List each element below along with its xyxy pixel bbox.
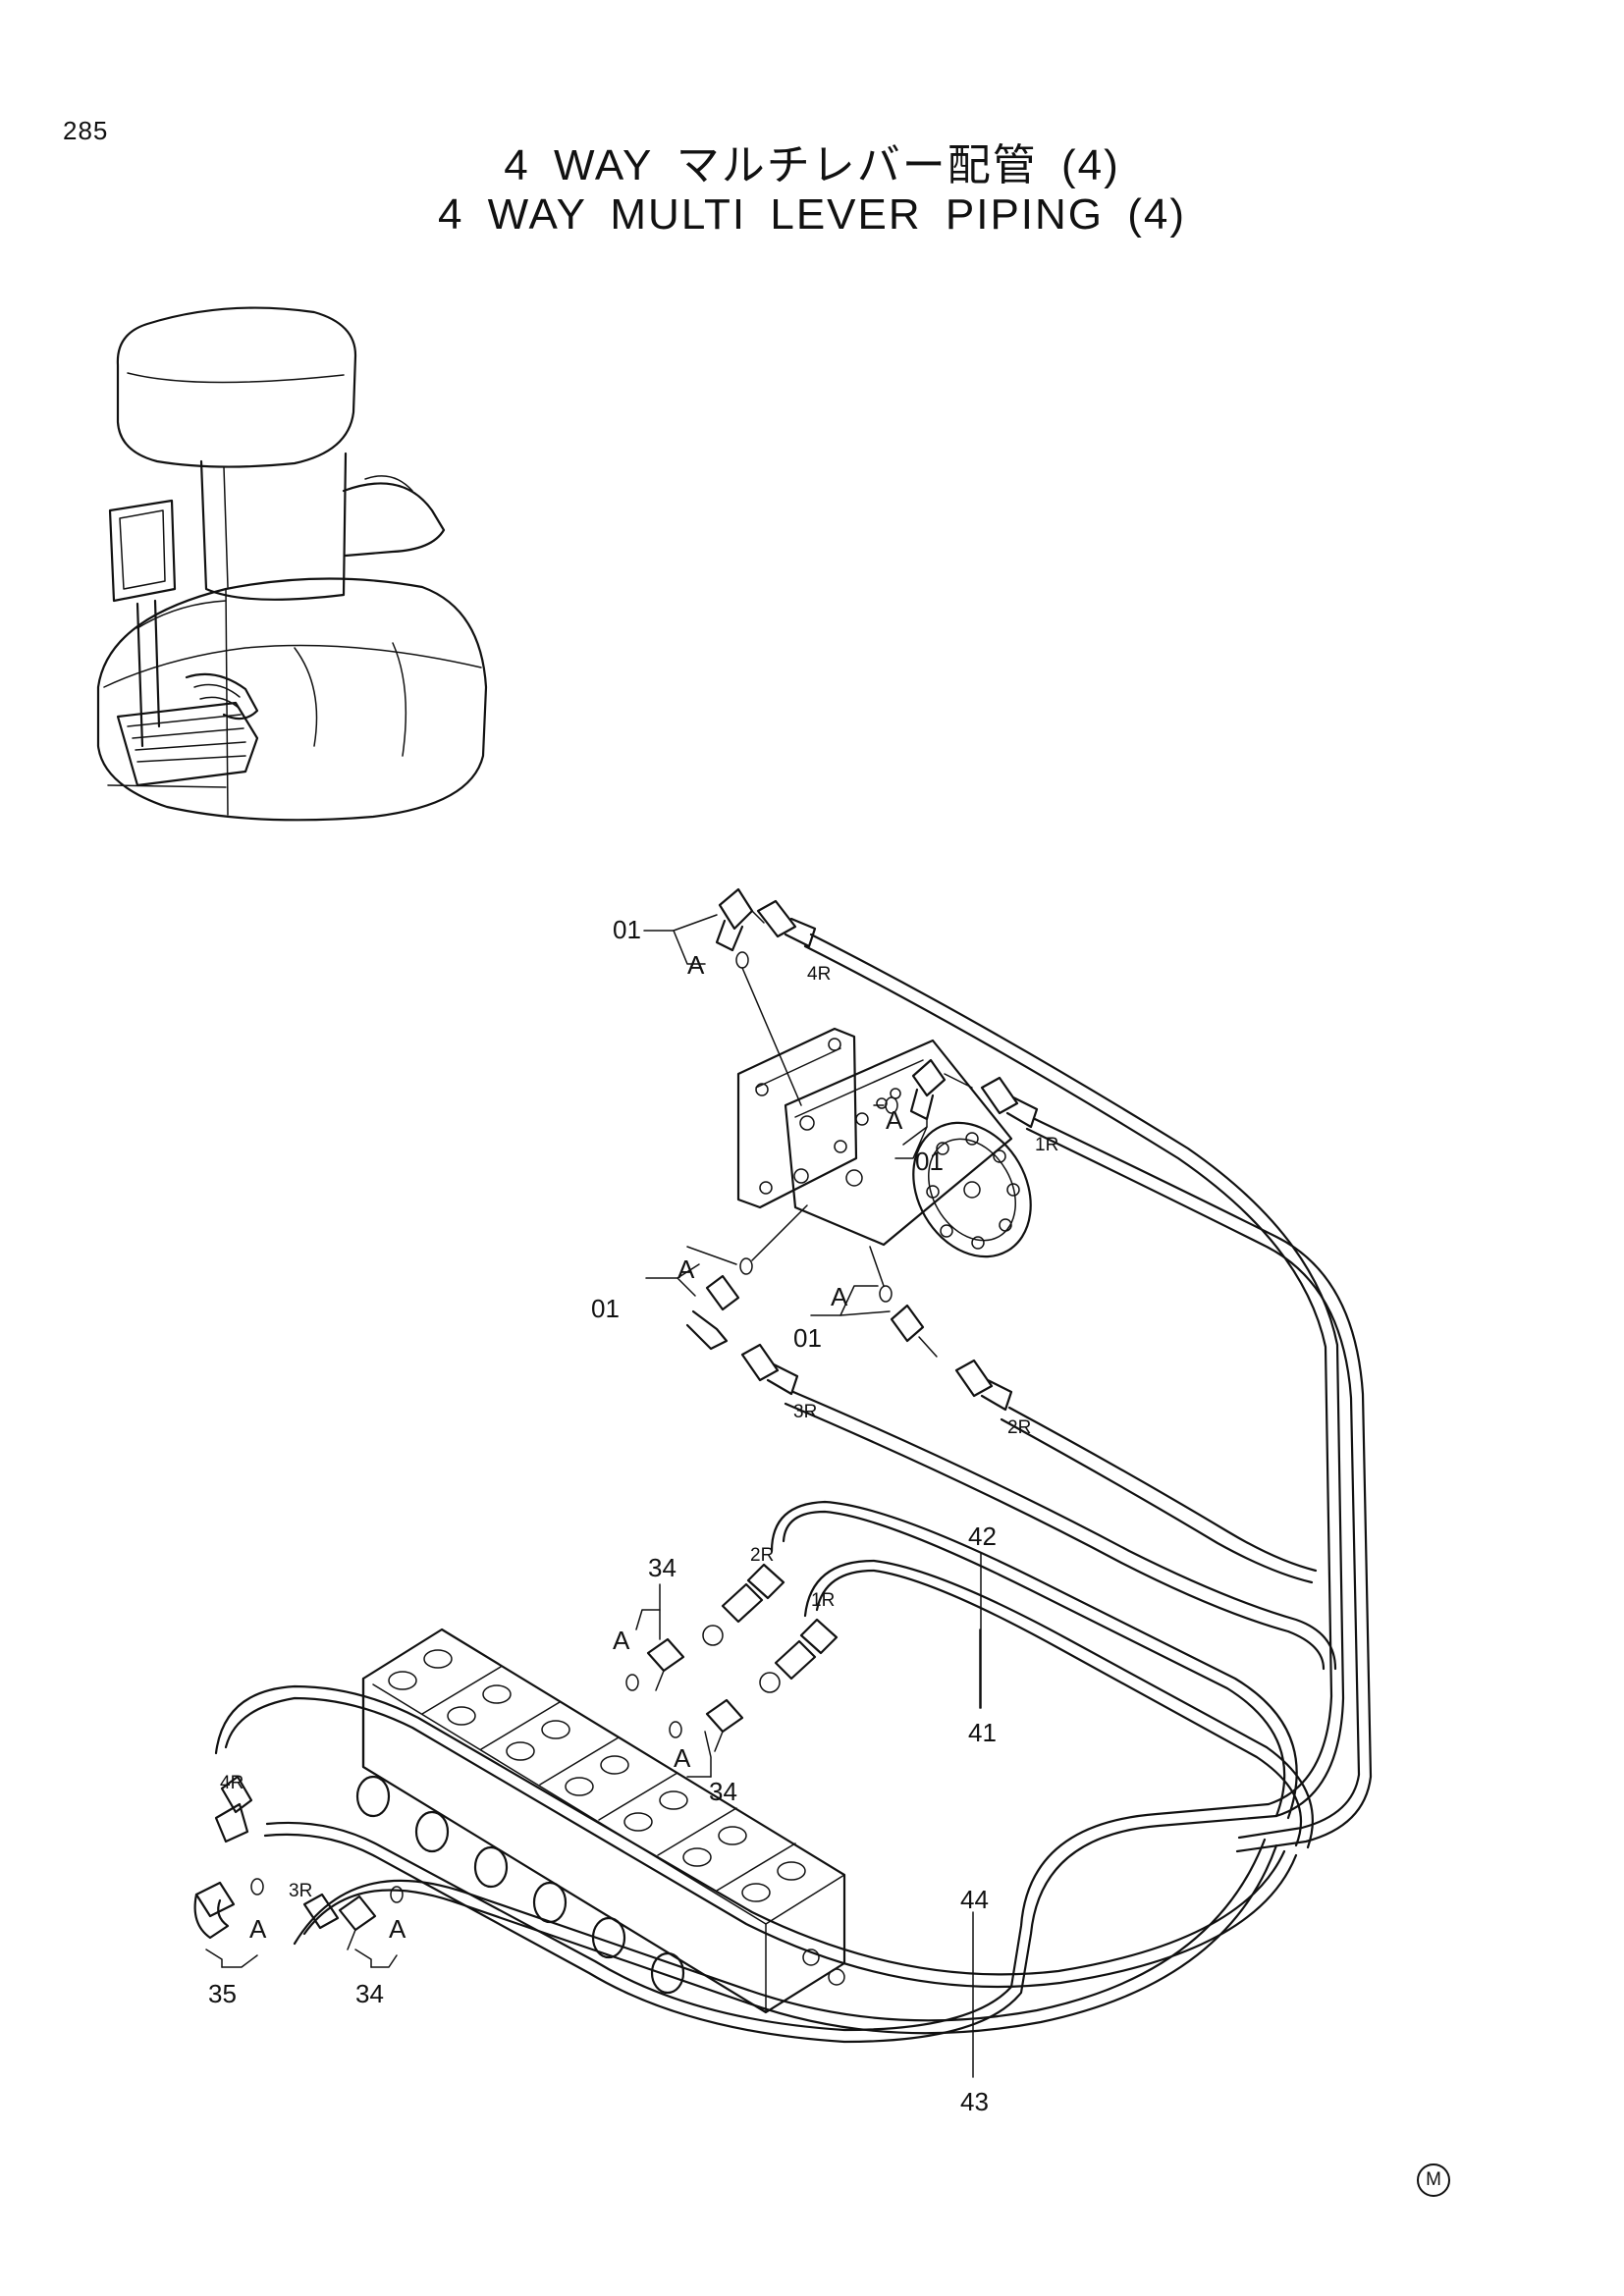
hose-3r <box>784 1390 1337 1671</box>
hose-end-2r-bottom <box>702 1563 785 1646</box>
callout-42: 42 <box>968 1522 997 1551</box>
hose-end-4r-top <box>756 899 817 948</box>
port-label-4r: 4R <box>807 964 831 985</box>
detail-mark-a: A <box>389 1914 406 1944</box>
page-number: 285 <box>63 116 109 145</box>
port-label-1r: 1R <box>1035 1135 1058 1155</box>
elbow-35 <box>193 1881 236 1940</box>
callout-41: 41 <box>968 1718 997 1747</box>
callout-01-right: 01 <box>915 1147 944 1176</box>
o-rings <box>250 951 898 1903</box>
callout-01-left: 01 <box>591 1294 620 1323</box>
port-label-3r: 3R <box>793 1402 817 1422</box>
port-label-1r-bottom: 1R <box>811 1590 835 1611</box>
elbow-fitting-left <box>685 1274 740 1351</box>
hose-41-42 <box>770 1500 1314 1849</box>
adapter-34-mid <box>705 1698 744 1752</box>
callout-43: 43 <box>960 2087 989 2116</box>
detail-mark-a: A <box>249 1914 267 1944</box>
hose-end-3r-top <box>740 1343 799 1396</box>
port-label-4r-bottom: 4R <box>220 1773 244 1793</box>
detail-mark-a: A <box>687 950 705 980</box>
hose-1r <box>1025 1117 1373 1853</box>
callout-34-top: 34 <box>648 1553 677 1582</box>
hose-2r <box>1000 1406 1318 1584</box>
elbow-fitting-top <box>715 887 765 952</box>
detail-mark-a: A <box>831 1282 848 1311</box>
adapter-34-bottom <box>338 1895 377 1950</box>
port-label-3r-bottom: 3R <box>289 1881 312 1901</box>
multi-lever-valve <box>736 1027 1032 1258</box>
callout-labels: 01 01 01 01 34 34 34 35 41 42 43 44 A A … <box>208 915 1058 2116</box>
port-label-2r: 2R <box>1007 1417 1031 1438</box>
detail-mark-a: A <box>677 1255 695 1284</box>
hose-end-1r-top <box>980 1076 1039 1129</box>
detail-mark-a: A <box>674 1743 691 1773</box>
detail-mark-a: A <box>886 1105 903 1135</box>
hose-end-1r-bottom <box>759 1618 839 1693</box>
callout-01-lower: 01 <box>793 1323 822 1353</box>
callout-34-bottom: 34 <box>355 1979 384 2008</box>
callout-01-top: 01 <box>613 915 641 944</box>
title-japanese: 4 WAY マルチレバー配管 (4) <box>504 141 1120 189</box>
elbow-fitting-right <box>909 1058 973 1121</box>
hose-end-4r-bottom <box>214 1775 253 1843</box>
adapter-34-top <box>646 1637 685 1691</box>
leader-lines <box>205 914 982 2078</box>
callout-35: 35 <box>208 1979 237 2008</box>
title-english: 4 WAY MULTI LEVER PIPING (4) <box>437 190 1187 239</box>
callout-34-mid: 34 <box>709 1777 737 1806</box>
control-valve-bank <box>355 1628 846 2014</box>
manufacturer-mark: M <box>1417 2163 1450 2197</box>
detail-mark-a: A <box>613 1626 630 1655</box>
port-label-2r-bottom: 2R <box>750 1545 774 1566</box>
hose-43-44 <box>214 1684 1298 2035</box>
hose-4r <box>263 933 1345 2044</box>
hose-end-2r-top <box>954 1359 1013 1412</box>
callout-44: 44 <box>960 1885 989 1914</box>
hose-end-3r-bottom <box>302 1893 340 1930</box>
machine-overview-illustration <box>96 306 488 822</box>
elbow-fitting-lower <box>890 1304 938 1358</box>
